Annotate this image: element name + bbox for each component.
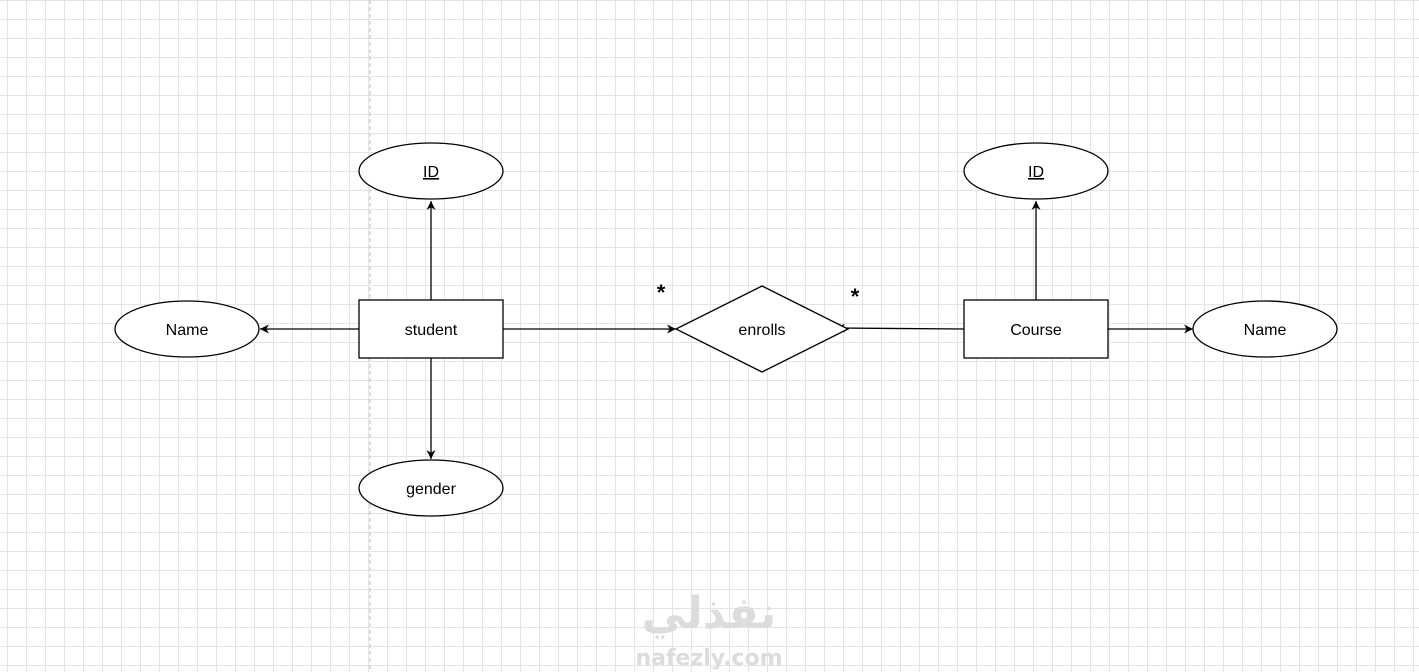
relationship-enrolls-label: enrolls (738, 322, 785, 339)
entity-student-label: student (405, 322, 458, 339)
attribute-course-id-label: ID (1028, 164, 1044, 181)
attribute-course-name-label: Name (1244, 322, 1287, 339)
attribute-student-id-label: ID (423, 164, 439, 181)
attribute-student-name-label: Name (166, 322, 209, 339)
attribute-student-gender-label: gender (406, 481, 456, 498)
edge-course-enrolls[interactable] (835, 323, 965, 333)
attribute-course-id[interactable]: ID (963, 142, 1109, 200)
watermark-arabic: نفذلي (642, 588, 777, 639)
entity-course[interactable]: Course (963, 299, 1109, 359)
attribute-student-gender[interactable]: gender (358, 459, 504, 517)
multiplicity-course-side: * (851, 284, 860, 309)
attribute-course-name[interactable]: Name (1192, 300, 1338, 358)
attribute-student-id[interactable]: ID (358, 142, 504, 200)
watermark: نفذلي nafezly.com (635, 588, 782, 671)
entity-student[interactable]: student (358, 299, 504, 359)
entity-course-label: Course (1010, 322, 1062, 339)
multiplicity-student-side: * (657, 280, 666, 305)
attribute-student-name[interactable]: Name (114, 300, 260, 358)
relationship-enrolls[interactable]: enrolls (674, 285, 850, 373)
watermark-latin: nafezly.com (635, 646, 782, 671)
